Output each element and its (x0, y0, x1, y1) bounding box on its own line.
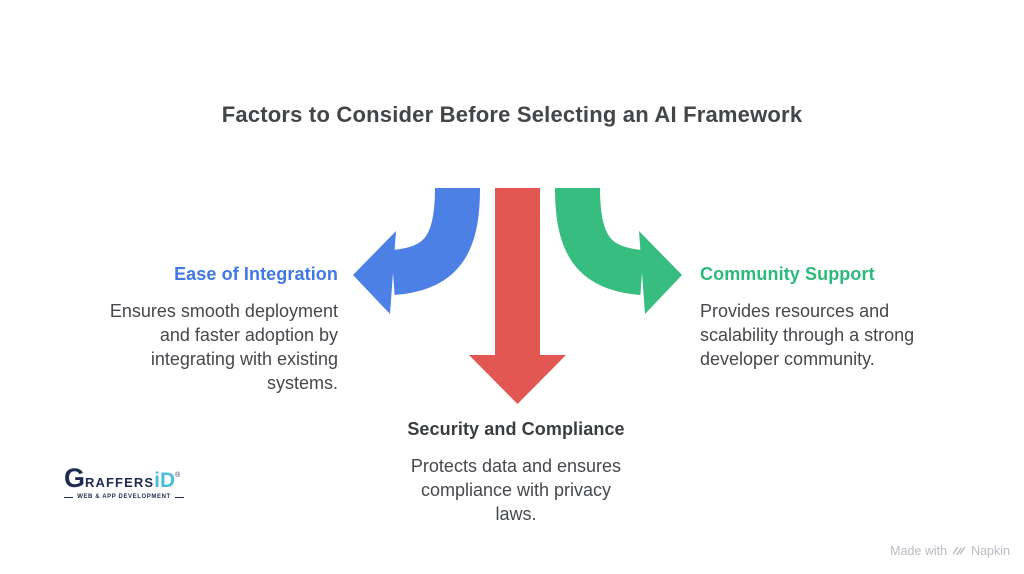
red-down-arrow (469, 188, 566, 404)
page-title: Factors to Consider Before Selecting an … (221, 102, 803, 127)
logo-wordmark-text: RAFFERS (85, 475, 155, 490)
made-with-label: Made with (890, 544, 948, 558)
napkin-icon (952, 546, 966, 556)
napkin-brand-label: Napkin (971, 544, 1010, 558)
factor-community-support: Community Support Provides resources and… (700, 264, 960, 371)
logo-accent-text: iD (154, 469, 176, 492)
factor-description: Protects data and ensures compliance wit… (410, 456, 622, 524)
tagline-left-dash (64, 496, 74, 498)
green-curved-arrow (555, 187, 682, 314)
tagline-right-dash (174, 496, 184, 498)
factor-description: Provides resources and scalability throu… (700, 301, 915, 369)
blue-curved-arrow (353, 187, 480, 314)
factor-heading: Security and Compliance (407, 419, 625, 439)
factor-heading: Ease of Integration (174, 264, 338, 284)
logo-g-letter: G (64, 463, 86, 493)
tagline-text: WEB & APP DEVELOPMENT (77, 494, 171, 500)
factor-heading: Community Support (700, 264, 875, 284)
logo-tagline: WEB & APP DEVELOPMENT (64, 494, 184, 500)
red-arrow-shape (469, 188, 566, 404)
registered-trademark-symbol: ® (175, 472, 181, 479)
factor-security-and-compliance: Security and Compliance Protects data an… (366, 419, 666, 526)
green-arrow-head (639, 231, 682, 314)
napkin-attribution: Made with Napkin (890, 544, 1010, 558)
green-arrow-shaft (555, 187, 645, 295)
factor-ease-of-integration: Ease of Integration Ensures smooth deplo… (60, 264, 338, 395)
factor-description: Ensures smooth deployment and faster ado… (109, 301, 338, 393)
blue-arrow-shaft (390, 187, 480, 295)
blue-arrow-head (353, 231, 396, 314)
